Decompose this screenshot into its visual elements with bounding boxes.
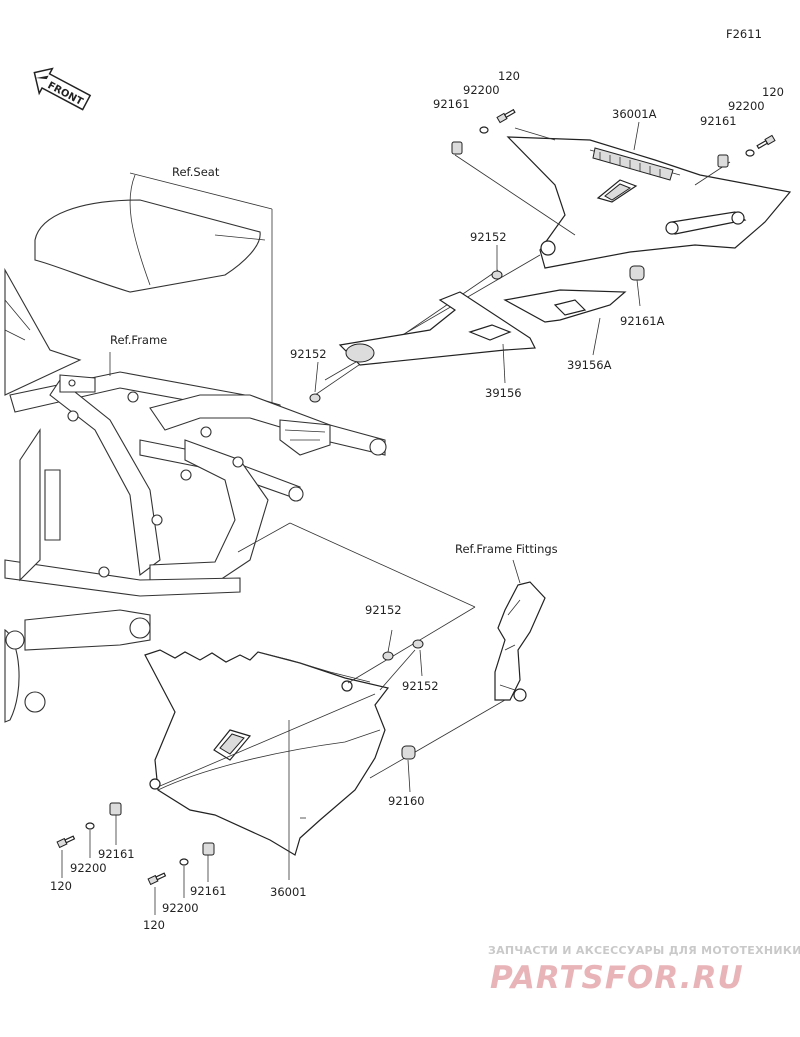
ref-frame-fittings-label: Ref.Frame Fittings — [455, 542, 558, 556]
damper-icon — [629, 265, 645, 281]
bolt-icon — [147, 872, 167, 886]
upper-label-leaders — [314, 121, 641, 393]
callout-label: 39156A — [567, 358, 612, 372]
panel-39156A — [503, 289, 627, 323]
front-arrow-icon: FRONT — [33, 67, 92, 111]
bolt-icon — [56, 835, 76, 849]
callout-label: 92161A — [620, 314, 665, 328]
callout-label: 120 — [762, 85, 784, 99]
collar-icon — [717, 154, 729, 168]
lower-fasteners — [56, 639, 424, 915]
callout-label: 92161 — [98, 847, 135, 861]
collar-icon — [109, 802, 122, 816]
callout-label: 92152 — [365, 603, 402, 617]
callout-label: 92200 — [728, 99, 765, 113]
collar-icon — [451, 141, 463, 155]
grommet-icon — [309, 393, 321, 403]
washer-icon — [85, 822, 95, 830]
callout-label: 92152 — [470, 230, 507, 244]
callout-label: 92161 — [190, 884, 227, 898]
callout-label: 36001A — [612, 107, 657, 121]
bolt-icon — [756, 134, 776, 150]
upper-fasteners — [309, 108, 776, 403]
ref-frame-label: Ref.Frame — [110, 333, 167, 347]
ref-seat-label: Ref.Seat — [172, 165, 220, 179]
diagram-id: F2611 — [726, 27, 762, 41]
seat-reference: Ref.Seat — [34, 165, 273, 405]
bolt-icon — [496, 108, 516, 124]
collar-icon — [202, 842, 215, 856]
callout-label: 120 — [498, 69, 520, 83]
callout-label: 92200 — [162, 901, 199, 915]
callout-labels: 120 92200 92161 36001A 120 92200 92161 9… — [50, 69, 784, 932]
panel-39156 — [338, 291, 536, 366]
callout-label: 36001 — [270, 885, 307, 899]
side-cover-36001 — [144, 649, 390, 856]
callout-label: 39156 — [485, 386, 522, 400]
callout-label: 92200 — [70, 861, 107, 875]
washer-icon — [745, 149, 755, 157]
callout-label: 92152 — [402, 679, 439, 693]
callout-label: 92160 — [388, 794, 425, 808]
grommet-icon — [382, 651, 394, 661]
damper-icon — [401, 745, 416, 760]
frame-fitting-bracket: Ref.Frame Fittings — [455, 542, 558, 702]
callout-label: 120 — [50, 879, 72, 893]
washer-icon — [479, 126, 489, 134]
callout-label: 92200 — [463, 83, 500, 97]
washer-icon — [179, 858, 189, 866]
callout-label: 92161 — [433, 97, 470, 111]
lower-leader-lines — [159, 522, 506, 880]
watermark: ЗАПЧАСТИ И АКСЕССУАРЫ ДЛЯ МОТОТЕХНИКИ PA… — [488, 944, 800, 996]
watermark-tagline: ЗАПЧАСТИ И АКСЕССУАРЫ ДЛЯ МОТОТЕХНИКИ — [488, 944, 800, 957]
callout-label: 120 — [143, 918, 165, 932]
callout-label: 92152 — [290, 347, 327, 361]
grommet-icon — [491, 270, 503, 280]
callout-label: 92161 — [700, 114, 737, 128]
grommet-icon — [412, 639, 424, 649]
frame-reference: Ref.Frame — [4, 267, 387, 723]
rear-cover-36001A — [506, 136, 792, 269]
watermark-logo: PARTSFOR.RU — [490, 960, 744, 996]
